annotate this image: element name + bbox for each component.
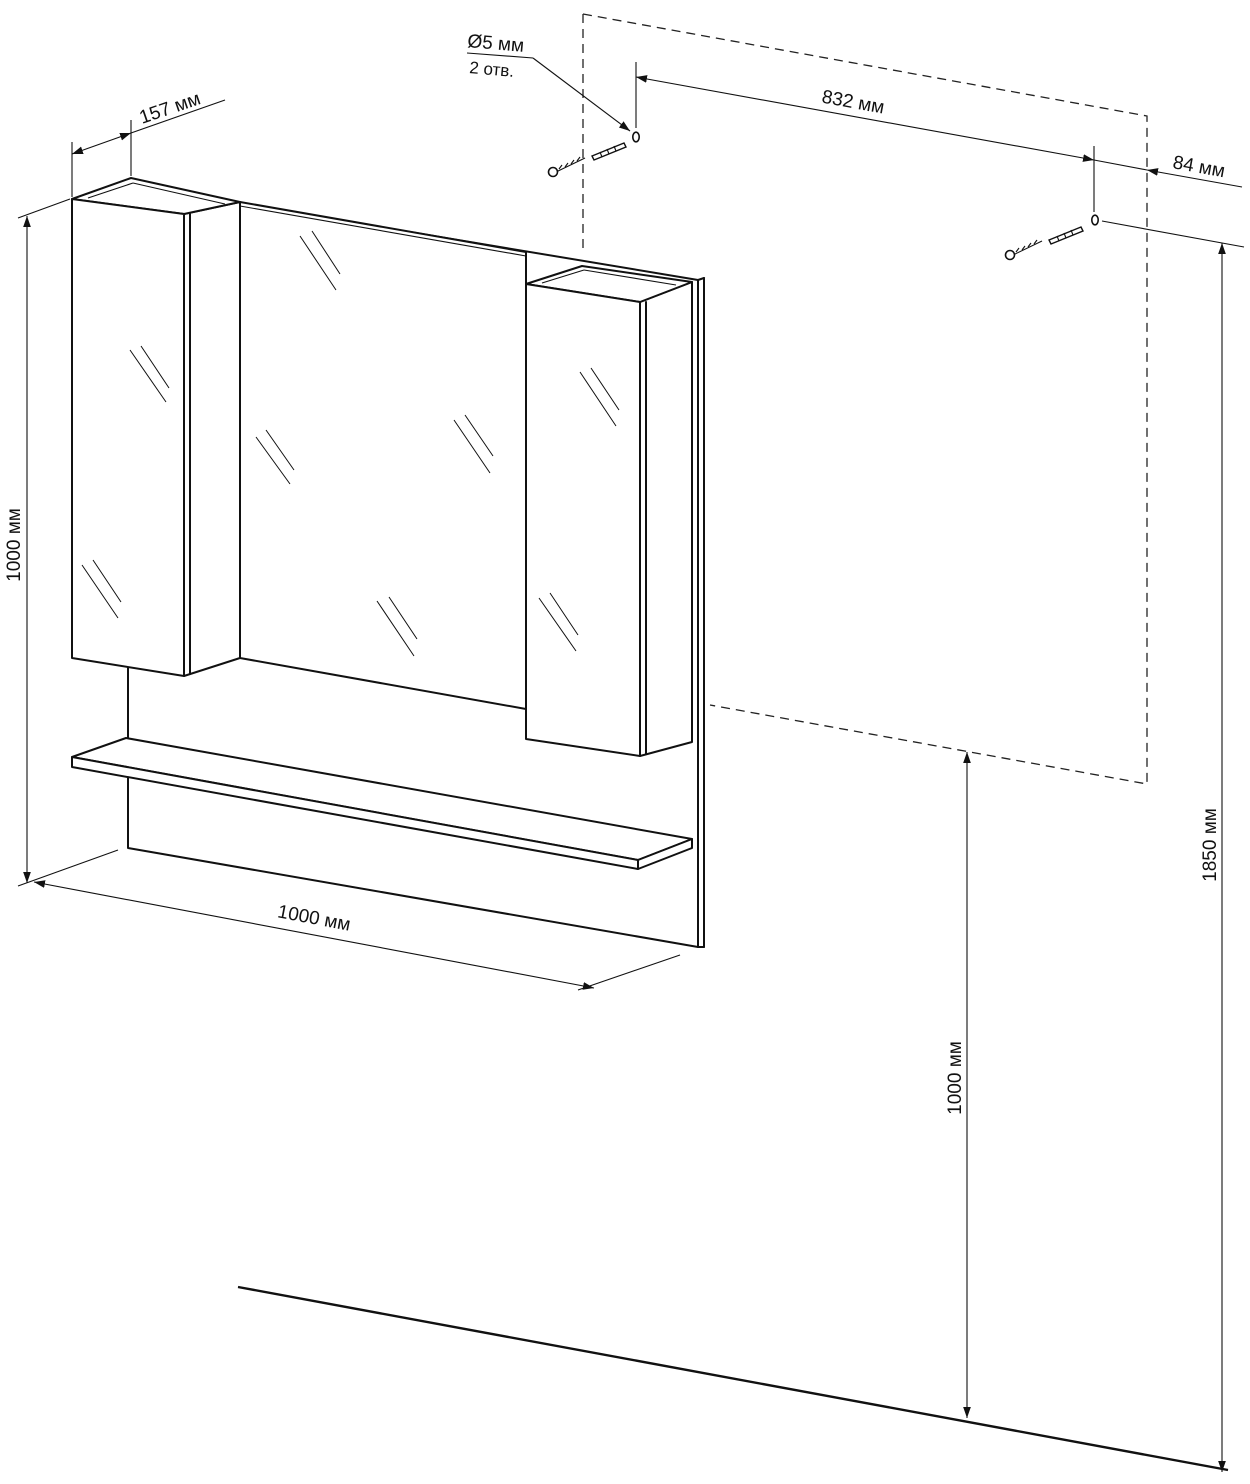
central-mirror (239, 201, 527, 710)
cabinet-height-label: 1000 мм (4, 508, 25, 582)
dimension-cabinet-width (33, 880, 681, 991)
bottom-shelf (71, 737, 693, 870)
mirror-reflection-marks (255, 230, 494, 657)
floor-line (237, 1285, 1229, 1472)
cabinet-width-label: 1000 мм (276, 901, 352, 935)
hole-callout-leader (466, 52, 631, 132)
left-door-reflection-marks (81, 345, 170, 619)
hole-offset-label: 84 мм (1171, 152, 1226, 182)
mounting-hole-right (1091, 214, 1100, 226)
mount-height-label: 1850 мм (1200, 808, 1221, 882)
hole-count-label: 2 отв. (469, 58, 515, 81)
dimension-hole-spacing (635, 62, 1095, 212)
hole-diameter-label: Ø5 мм (467, 31, 525, 57)
screw-icon (1004, 239, 1043, 261)
right-cabinet-side (639, 281, 693, 757)
dimension-mount-height (1101, 220, 1245, 1472)
hole-spacing-label: 832 мм (820, 87, 886, 119)
left-cabinet (71, 177, 241, 677)
dimension-cabinet-height (17, 198, 119, 887)
wall-plug-icon (591, 142, 627, 161)
right-cabinet (525, 265, 693, 757)
wall-mounting-zone (582, 13, 1148, 785)
right-cabinet-door (525, 283, 641, 757)
right-door-reflection-marks (538, 367, 620, 652)
left-cabinet-side (183, 201, 241, 677)
mounting-hole-left (631, 131, 640, 143)
floor-height-label: 1000 мм (945, 1041, 966, 1115)
dimension-hole-offset (1093, 159, 1243, 188)
wall-plug-icon (1048, 226, 1084, 245)
dimension-depth (71, 99, 226, 197)
depth-label: 157 мм (137, 88, 204, 128)
screw-icon (547, 156, 586, 178)
left-cabinet-door (71, 198, 185, 677)
shelf-side (637, 838, 693, 870)
